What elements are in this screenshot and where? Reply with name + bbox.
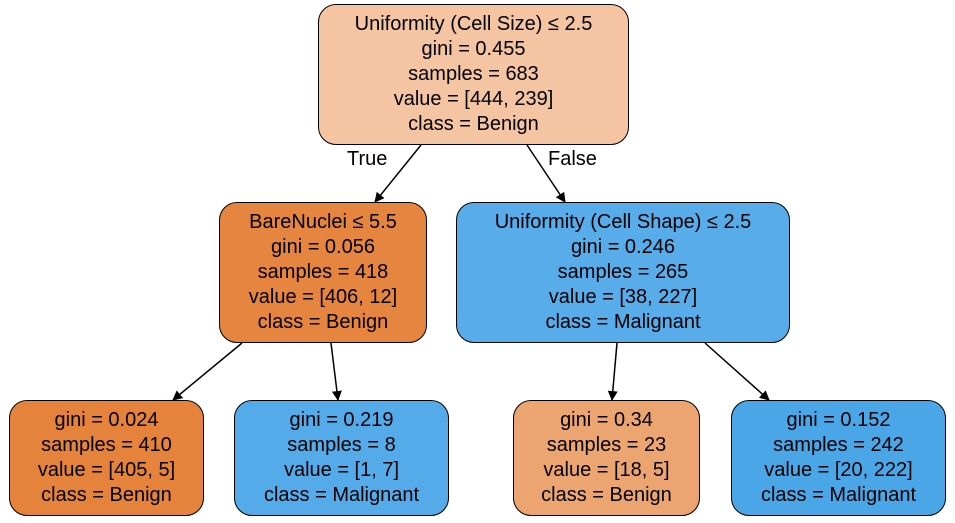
right-node: Uniformity (Cell Shape) ≤ 2.5 gini = 0.24…	[456, 202, 790, 343]
node-line: Uniformity (Cell Shape) ≤ 2.5	[494, 211, 752, 233]
edge-right-to-right-left	[607, 342, 618, 401]
edge-right-to-right-right	[704, 342, 770, 401]
node-line: samples = 8	[287, 434, 396, 456]
right-right-leaf: gini = 0.152 samples = 242 value = [20, 22…	[731, 400, 946, 516]
node-line: samples = 683	[408, 63, 539, 85]
node-line: value = [38, 227]	[548, 286, 698, 308]
edge-label-true: True	[347, 148, 388, 170]
node-line: samples = 23	[546, 434, 667, 456]
edge-label-false: False	[548, 148, 597, 170]
node-line: value = [444, 239]	[393, 88, 554, 110]
node-line: gini = 0.152	[786, 409, 891, 431]
node-line: class = Malignant	[545, 311, 701, 333]
node-line: samples = 410	[41, 434, 172, 456]
node-line: gini = 0.34	[560, 409, 653, 431]
root-node: Uniformity (Cell Size) ≤ 2.5 gini = 0.455…	[318, 4, 629, 145]
left-left-leaf: gini = 0.024 samples = 410 value = [405, 5…	[9, 400, 204, 516]
left-right-leaf: gini = 0.219 samples = 8 value = [1, 7] cla…	[234, 400, 449, 516]
node-line: class = Benign	[541, 484, 672, 506]
node-line: gini = 0.056	[271, 236, 375, 258]
node-line: Uniformity (Cell Size) ≤ 2.5	[354, 13, 593, 35]
node-line: class = Malignant	[263, 484, 420, 506]
node-line: class = Benign	[408, 113, 539, 135]
edge-left-to-left-left	[172, 342, 243, 401]
node-line: gini = 0.455	[421, 38, 526, 60]
edge-root-to-left	[374, 144, 422, 203]
node-line: class = Malignant	[760, 484, 917, 506]
node-line: value = [1, 7]	[283, 459, 400, 481]
node-line: value = [18, 5]	[543, 459, 670, 481]
edge-root-to-right	[526, 144, 566, 203]
node-line: samples = 242	[773, 434, 904, 456]
node-line: samples = 265	[557, 261, 689, 283]
right-left-leaf: gini = 0.34 samples = 23 value = [18, 5] cl…	[513, 400, 700, 516]
node-line: class = Benign	[257, 311, 389, 333]
node-line: value = [20, 222]	[764, 459, 913, 481]
node-line: value = [406, 12]	[248, 286, 398, 308]
node-line: gini = 0.246	[571, 236, 675, 258]
edge-left-to-left-right	[330, 342, 342, 401]
node-line: samples = 418	[257, 261, 389, 283]
node-line: class = Benign	[41, 484, 172, 506]
node-line: gini = 0.219	[289, 409, 394, 431]
node-line: value = [405, 5]	[37, 459, 176, 481]
node-line: BareNuclei ≤ 5.5	[249, 211, 397, 233]
node-line: gini = 0.024	[54, 409, 159, 431]
left-node: BareNuclei ≤ 5.5 gini = 0.056 samples = 41…	[219, 202, 427, 343]
